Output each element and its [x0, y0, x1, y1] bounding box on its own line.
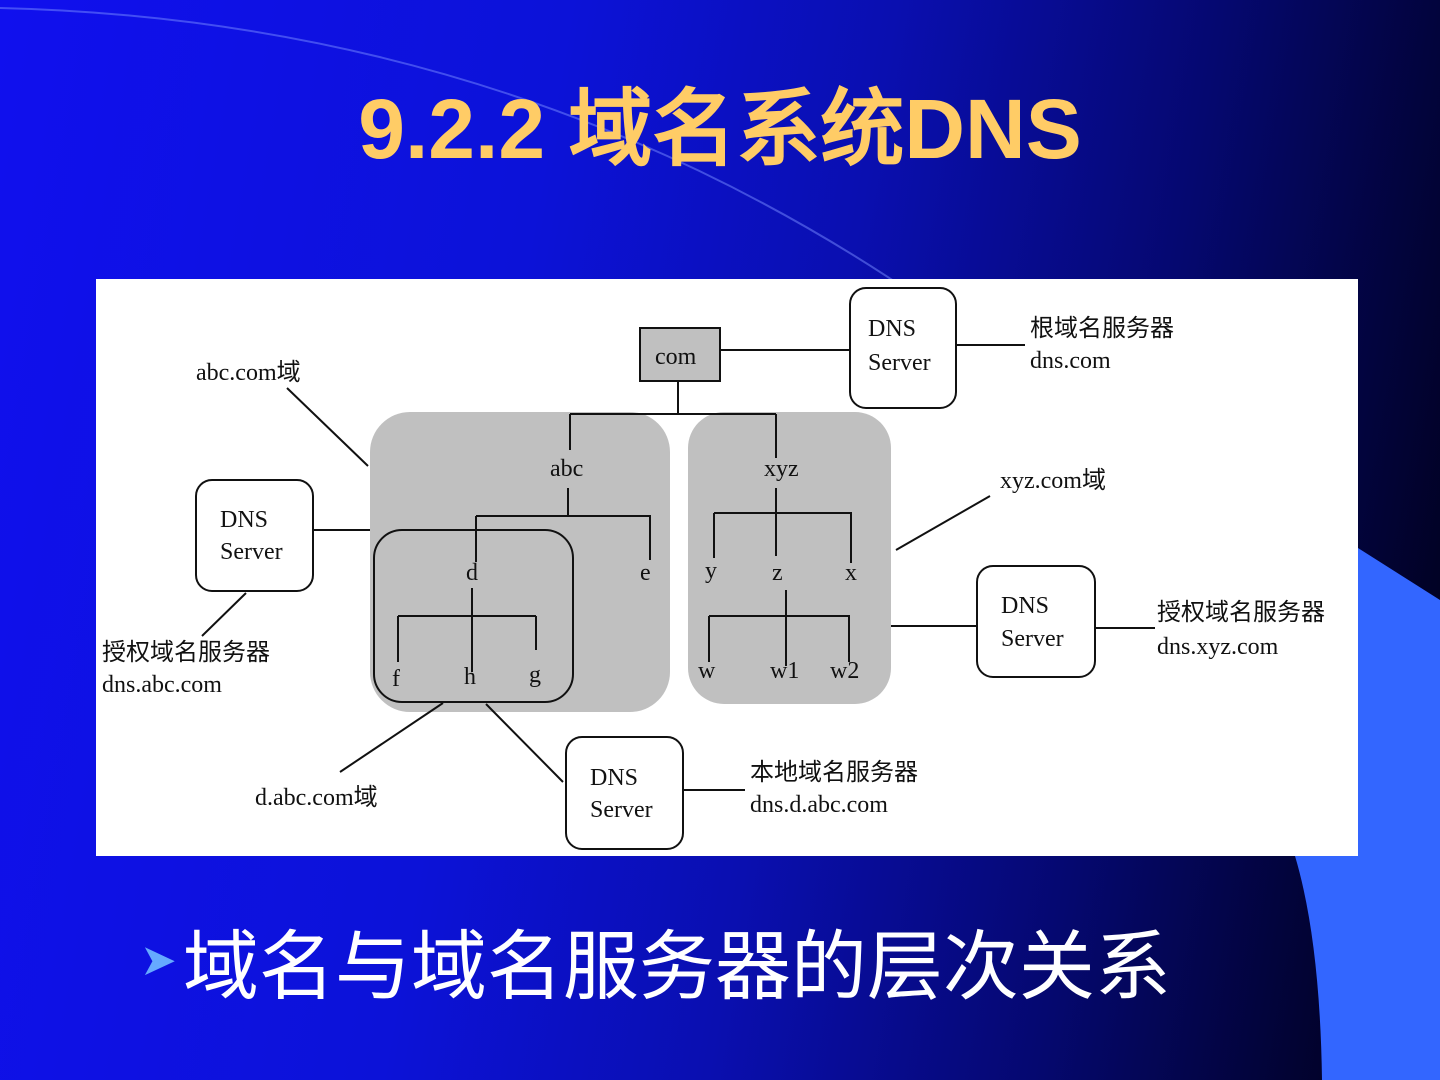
- bullet-point: ➤ 域名与域名服务器的层次关系: [140, 905, 1290, 1015]
- node-xyz: xyz: [764, 456, 799, 482]
- node-com: com: [655, 344, 697, 370]
- abc-server-host: dns.abc.com: [102, 672, 222, 698]
- abc-domain-label: abc.com域: [196, 359, 301, 386]
- node-e: e: [640, 560, 651, 586]
- arrow-bullet-icon: ➤: [140, 934, 177, 986]
- node-w: w: [698, 658, 716, 684]
- node-w1: w1: [770, 658, 799, 684]
- node-h: h: [464, 664, 476, 690]
- abc-dns-label: DNS: [220, 507, 268, 533]
- node-w2: w2: [830, 658, 859, 684]
- xyz-server-host: dns.xyz.com: [1157, 634, 1279, 660]
- node-y: y: [705, 558, 717, 584]
- d-domain-label: d.abc.com域: [255, 784, 378, 811]
- local-server-host: dns.d.abc.com: [750, 792, 888, 818]
- root-dns-label: DNS: [868, 316, 916, 342]
- node-x: x: [845, 560, 857, 586]
- xyz-dns-label: DNS: [1001, 593, 1049, 619]
- root-server-label: Server: [868, 350, 931, 376]
- local-server-label: Server: [590, 797, 653, 823]
- xyz-domain-label: xyz.com域: [1000, 467, 1106, 494]
- node-abc: abc: [550, 456, 583, 482]
- xyz-server-label: Server: [1001, 626, 1064, 652]
- local-dns-label: DNS: [590, 765, 638, 791]
- root-server-host: dns.com: [1030, 348, 1111, 374]
- bullet-text: 域名与域名服务器的层次关系: [182, 922, 1171, 1011]
- local-server-caption: 本地域名服务器: [750, 759, 918, 786]
- dns-hierarchy-diagram: com abc xyz d e f h g y z x w w1 w2 DNS …: [96, 279, 1358, 856]
- root-server-caption: 根域名服务器: [1030, 315, 1174, 342]
- background-arc: [0, 7, 901, 286]
- node-d: d: [466, 560, 478, 586]
- abc-server-caption: 授权域名服务器: [102, 639, 270, 666]
- abc-server-label: Server: [220, 539, 283, 565]
- node-f: f: [392, 666, 400, 692]
- node-z: z: [772, 560, 783, 586]
- slide-title: 9.2.2 域名系统DNS: [358, 82, 1082, 176]
- node-g: g: [529, 662, 541, 688]
- xyz-server-caption: 授权域名服务器: [1157, 599, 1325, 626]
- corner-shape: [1295, 548, 1440, 1080]
